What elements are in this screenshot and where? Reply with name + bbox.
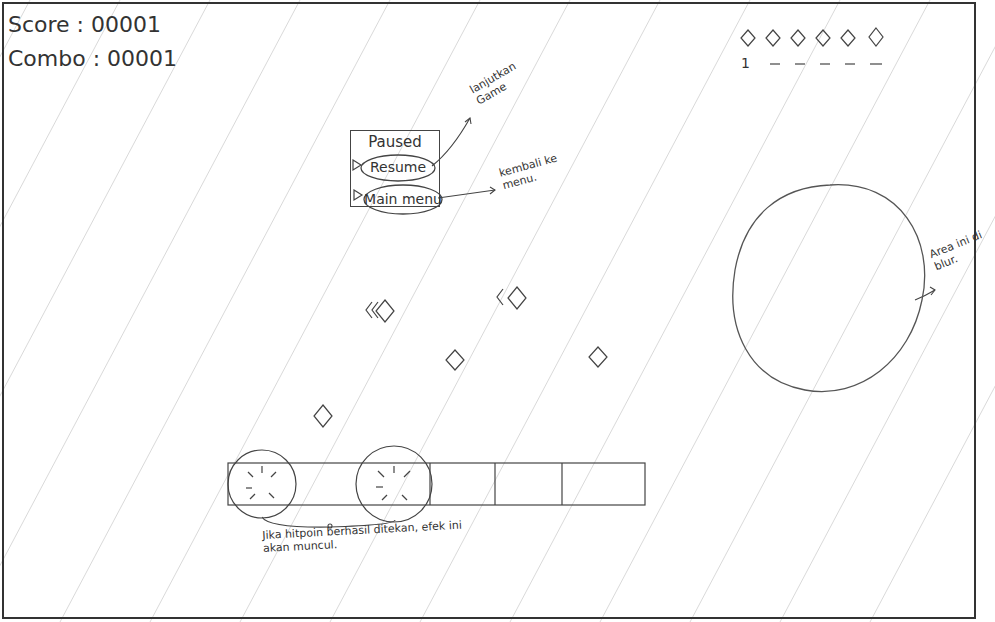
falling-notes [314, 287, 607, 427]
resume-note: lanjutkan Game [468, 55, 534, 108]
node-label: Paused [351, 134, 439, 151]
menu-pointers [353, 160, 362, 200]
blur-area-circle [733, 185, 925, 392]
score-text: Score : 00001 [8, 12, 268, 37]
combo-text: Combo : 00001 [8, 46, 268, 71]
life-count: 1 [741, 55, 761, 71]
node-label: Main menu [364, 192, 442, 207]
hit-effects [228, 446, 432, 522]
life-dashes [770, 63, 882, 64]
node-label: Resume [370, 160, 426, 175]
life-diamonds [741, 28, 883, 46]
pause-menu-box: PausedResumeMain menu [350, 130, 440, 207]
screen-frame [3, 3, 975, 618]
hit-bar [228, 463, 645, 505]
hit-effect-note: Jika hitpoin berhasil ditekan, efek ini … [262, 519, 478, 555]
main-menu-button: Main menu [364, 185, 442, 214]
blur-note: Area ini di blur. [928, 228, 991, 273]
leader-lines [262, 118, 935, 528]
resume-button: Resume [361, 155, 435, 181]
